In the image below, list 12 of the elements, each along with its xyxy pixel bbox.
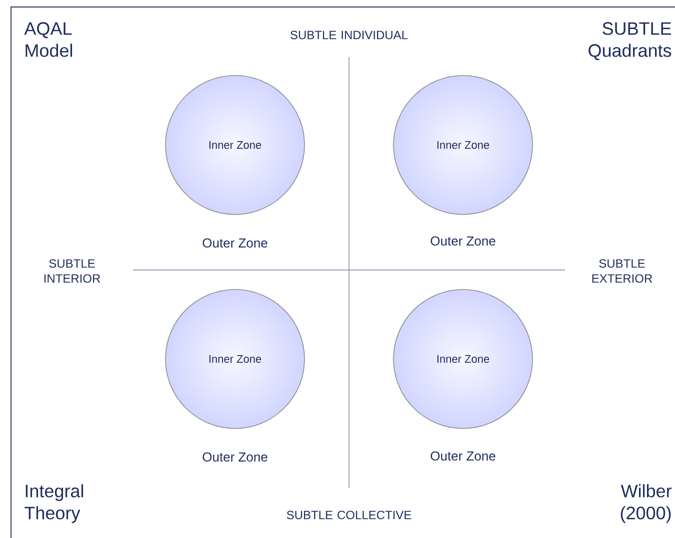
corner-label: SUBTLE INTERIOR xyxy=(44,259,100,283)
zone-label: Outer Zone xyxy=(430,451,496,461)
zone-label: Outer Zone xyxy=(430,236,496,246)
corner-label: Wilber (2000) xyxy=(620,484,672,523)
corner-label: SUBTLE COLLECTIVE xyxy=(286,510,412,520)
corner-label: Integral Theory xyxy=(24,484,84,523)
corner-label: SUBTLE Quadrants xyxy=(588,22,672,60)
corner-label: SUBTLE EXTERIOR xyxy=(592,259,652,283)
zone-label: Outer Zone xyxy=(202,238,268,248)
corner-label: SUBTLE INDIVIDUAL xyxy=(290,30,408,40)
corner-label: AQAL Model xyxy=(24,22,72,57)
zone-label: Outer Zone xyxy=(202,452,268,462)
